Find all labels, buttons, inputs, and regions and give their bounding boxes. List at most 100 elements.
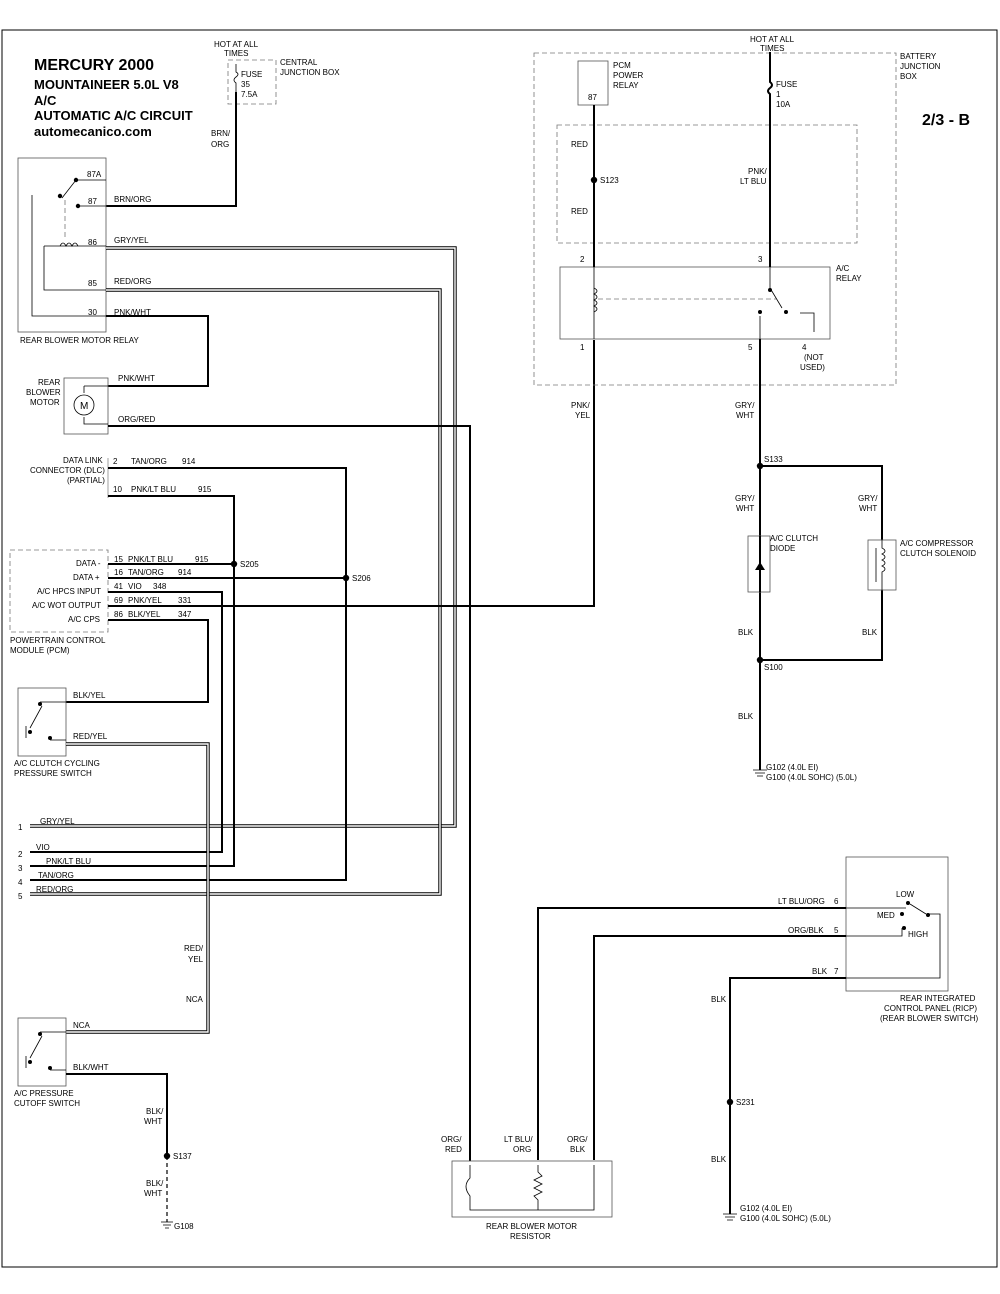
svg-text:RED: RED [571, 207, 588, 216]
pcm-label2: MODULE (PCM) [10, 646, 70, 655]
svg-text:RED: RED [445, 1145, 462, 1154]
svg-text:REAR INTEGRATED: REAR INTEGRATED [900, 994, 976, 1003]
wire-tan-org [30, 467, 347, 881]
svg-text:A/C COMPRESSOR: A/C COMPRESSOR [900, 539, 974, 548]
svg-text:LT BLU: LT BLU [740, 177, 767, 186]
pcm-row-4-pin: 86 [114, 610, 123, 619]
relay-pin-30: 30 [88, 308, 97, 317]
relay-wire-red-org: RED/ORG [114, 277, 151, 286]
relay-pin-87a: 87A [87, 170, 102, 179]
ground-g108: G108 [174, 1222, 194, 1231]
svg-text:S206: S206 [352, 574, 371, 583]
conn-pin-3: 3 [18, 864, 23, 873]
motor-icon [73, 394, 95, 416]
svg-text:G100 (4.0L SOHC) (5.0L): G100 (4.0L SOHC) (5.0L) [766, 773, 857, 782]
ac-relay-coil-icon [593, 287, 598, 313]
svg-text:ORG: ORG [513, 1145, 531, 1154]
svg-text:3: 3 [758, 255, 763, 264]
pcm-row-1-circ: 914 [178, 568, 192, 577]
svg-text:BLK: BLK [812, 967, 828, 976]
svg-text:4: 4 [802, 343, 807, 352]
svg-text:JUNCTION: JUNCTION [900, 62, 941, 71]
svg-text:G102 (4.0L EI): G102 (4.0L EI) [740, 1204, 793, 1213]
wire-pnk-lt-blu [30, 495, 235, 867]
svg-text:FUSE: FUSE [776, 80, 797, 89]
svg-text:CLUTCH SOLENOID: CLUTCH SOLENOID [900, 549, 976, 558]
svg-text:(NOT: (NOT [804, 353, 824, 362]
svg-text:BLK: BLK [711, 1155, 727, 1164]
relay-pin-86: 86 [88, 238, 97, 247]
svg-text:GRY/: GRY/ [858, 494, 878, 503]
svg-text:1: 1 [776, 90, 781, 99]
cycling-wire-top: BLK/YEL [73, 691, 106, 700]
relay-internal-lines [31, 179, 106, 317]
svg-text:2: 2 [580, 255, 585, 264]
svg-text:5: 5 [748, 343, 753, 352]
conn-wire-5: RED/ORG [36, 885, 73, 894]
svg-text:S123: S123 [600, 176, 619, 185]
motor-label3: MOTOR [30, 398, 60, 407]
cutoff-wire-top: NCA [73, 1021, 91, 1030]
svg-text:WHT: WHT [144, 1117, 162, 1126]
svg-text:BLK/: BLK/ [146, 1107, 164, 1116]
svg-text:(REAR BLOWER SWITCH): (REAR BLOWER SWITCH) [880, 1014, 979, 1023]
wire-fuse-1 [767, 52, 773, 258]
svg-text:PNK/: PNK/ [748, 167, 767, 176]
dlc-wire-a: TAN/ORG [131, 457, 167, 466]
splice-s123 [590, 176, 598, 184]
svg-text:WHT: WHT [144, 1189, 162, 1198]
svg-text:BLK: BLK [738, 712, 754, 721]
svg-text:S205: S205 [240, 560, 259, 569]
conn-wire-4: TAN/ORG [38, 871, 74, 880]
diode-icon [755, 562, 765, 570]
svg-text:1: 1 [580, 343, 585, 352]
svg-text:LOW: LOW [896, 890, 915, 899]
splice-s206 [342, 574, 350, 582]
svg-text:ORG/: ORG/ [567, 1135, 588, 1144]
svg-text:PNK/: PNK/ [571, 401, 590, 410]
dlc-label3: (PARTIAL) [67, 476, 105, 485]
dlc-label1: DATA LINK [63, 456, 103, 465]
svg-text:CONTROL PANEL (RICP): CONTROL PANEL (RICP) [884, 1004, 977, 1013]
cutoff-label2: CUTOFF SWITCH [14, 1099, 80, 1108]
pcm-row-3-name: A/C WOT OUTPUT [32, 601, 101, 610]
svg-text:BOX: BOX [900, 72, 918, 81]
pcm-row-3-pin: 69 [114, 596, 123, 605]
pcm-row-0-pin: 15 [114, 555, 123, 564]
pressure-cutoff-switch [17, 1017, 67, 1087]
pcm-row-1-wire: TAN/ORG [128, 568, 164, 577]
pcm-power-relay [577, 60, 609, 106]
redyel-label1: RED/ [184, 944, 204, 953]
cjb-fuse: FUSE [241, 70, 262, 79]
pcm-row-1-pin: 16 [114, 568, 123, 577]
splice-s137 [163, 1152, 171, 1160]
relay-contact [57, 193, 63, 199]
pcm-row-1-name: DATA + [73, 573, 100, 582]
svg-text:BLK: BLK [738, 628, 754, 637]
svg-text:S231: S231 [736, 1098, 755, 1107]
pcm-row-2-name: A/C HPCS INPUT [37, 587, 101, 596]
ground-ricp-icon [723, 1213, 737, 1221]
conn-pin-1: 1 [18, 823, 23, 832]
relay-wire-brn-org: BRN/ORG [114, 195, 151, 204]
pcm-row-2-circ: 348 [153, 582, 167, 591]
svg-text:S137: S137 [173, 1152, 192, 1161]
wire-blk-yel [66, 619, 209, 703]
conn-pin-4: 4 [18, 878, 23, 887]
svg-text:S133: S133 [764, 455, 783, 464]
svg-text:LT BLU/ORG: LT BLU/ORG [778, 897, 825, 906]
svg-text:A/C: A/C [836, 264, 850, 273]
rear-blower-relay-box [17, 157, 107, 333]
pcm-row-2-pin: 41 [114, 582, 123, 591]
svg-text:DIODE: DIODE [770, 544, 795, 553]
cjb-wire2: ORG [211, 140, 229, 149]
wire-blk-ground [729, 977, 846, 1214]
svg-text:BLK: BLK [570, 1145, 586, 1154]
wire-vio [30, 591, 223, 853]
svg-text:A/C CLUTCH: A/C CLUTCH [770, 534, 818, 543]
pcm-row-3-wire: PNK/YEL [128, 596, 162, 605]
conn-wire-3: PNK/LT BLU [46, 857, 91, 866]
conn-pin-2: 2 [18, 850, 23, 859]
